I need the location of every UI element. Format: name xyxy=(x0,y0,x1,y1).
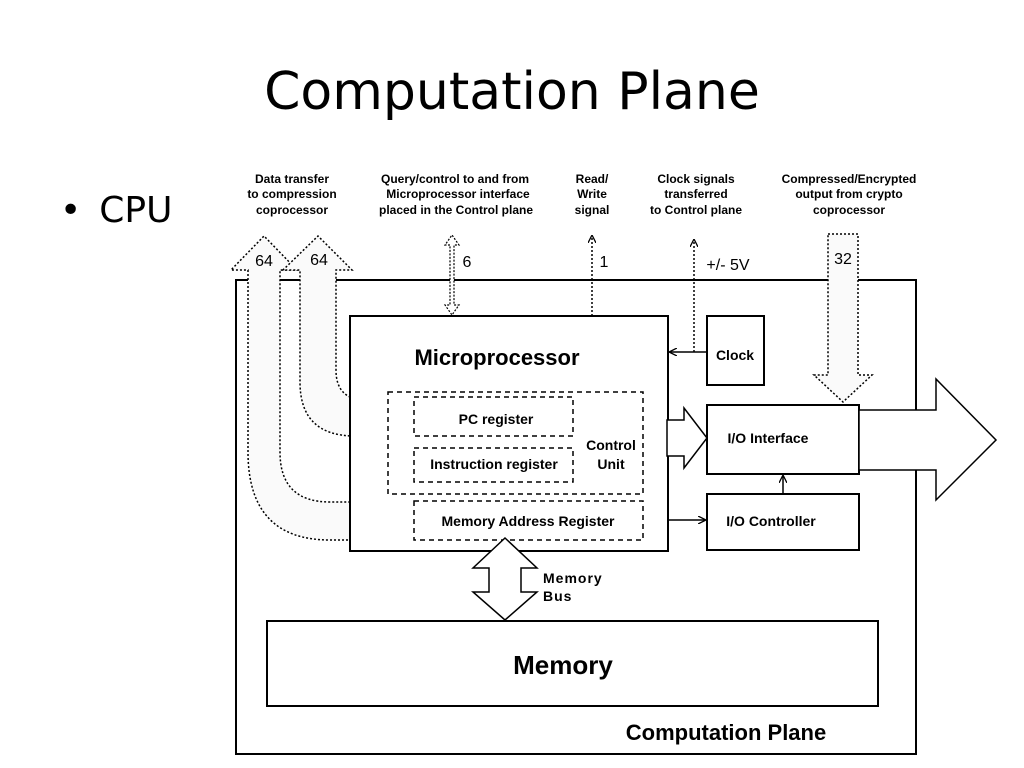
io-controller-block xyxy=(706,493,860,551)
instruction-register-label: Instruction register xyxy=(430,456,558,472)
caption-read-write: Read/ Write signal xyxy=(575,172,610,217)
io-controller-label: I/O Controller xyxy=(726,513,816,529)
voltage-label: +/- 5V xyxy=(706,257,749,274)
data-transfer-arrow-inner xyxy=(281,234,411,437)
pc-register-label: PC register xyxy=(459,411,534,427)
computation-plane-label: Computation Plane xyxy=(626,720,826,745)
io-interface-label: I/O Interface xyxy=(728,430,809,446)
svg-text:signal: signal xyxy=(575,203,610,217)
query-width-6: 6 xyxy=(463,254,472,271)
caption-compressed-output: Compressed/Encrypted output from crypto … xyxy=(782,172,917,217)
svg-text:Data transfer: Data transfer xyxy=(255,172,329,186)
caption-clock-signals: Clock signals transferred to Control pla… xyxy=(650,172,742,217)
clock-block xyxy=(706,315,765,386)
svg-text:coprocessor: coprocessor xyxy=(813,203,885,217)
bullet-dot-icon: • xyxy=(60,190,82,231)
svg-text:Bus: Bus xyxy=(543,588,572,604)
io-output-arrow xyxy=(858,377,998,502)
clock-label: Clock xyxy=(716,347,754,363)
compressed-output-arrow xyxy=(812,233,874,404)
computation-plane-box xyxy=(235,279,917,755)
svg-text:Compressed/Encrypted: Compressed/Encrypted xyxy=(782,172,917,186)
svg-text:Control: Control xyxy=(586,437,636,453)
io-interface-block xyxy=(706,404,860,475)
compressed-width-32: 32 xyxy=(834,251,852,268)
caption-data-transfer: Data transfer to compression coprocessor xyxy=(247,172,336,217)
slide-title: Computation Plane xyxy=(264,62,760,122)
svg-text:to compression: to compression xyxy=(247,187,336,201)
read-write-width-1: 1 xyxy=(600,254,609,271)
caption-query-control: Query/control to and from Microprocessor… xyxy=(379,172,533,217)
bullet-text: CPU xyxy=(99,190,173,231)
data-width-64-a: 64 xyxy=(255,253,273,270)
svg-text:transferred: transferred xyxy=(664,187,727,201)
svg-text:coprocessor: coprocessor xyxy=(256,203,328,217)
svg-text:Memory: Memory xyxy=(543,570,603,586)
svg-text:placed in the Control plane: placed in the Control plane xyxy=(379,203,533,217)
microprocessor-label: Microprocessor xyxy=(414,345,579,370)
instruction-register-box xyxy=(413,447,574,483)
memory-block xyxy=(266,620,879,707)
pc-register-box xyxy=(413,396,574,437)
svg-text:Query/control to and from: Query/control to and from xyxy=(381,172,529,186)
svg-text:Clock signals: Clock signals xyxy=(657,172,735,186)
query-control-arrow xyxy=(443,233,461,317)
memory-bus-label: Memory Bus xyxy=(543,570,603,604)
svg-text:Microprocessor interface: Microprocessor interface xyxy=(386,187,530,201)
data-transfer-arrow-outer xyxy=(229,234,411,541)
svg-text:Write: Write xyxy=(577,187,607,201)
svg-text:output from crypto: output from crypto xyxy=(795,187,902,201)
control-unit-region xyxy=(387,391,644,495)
svg-text:Read/: Read/ xyxy=(576,172,609,186)
bullet-item-cpu: • CPU xyxy=(60,190,172,231)
svg-text:Unit: Unit xyxy=(597,456,625,472)
memory-address-register-box xyxy=(413,500,644,541)
control-to-io-arrow xyxy=(666,405,708,471)
svg-text:to Control plane: to Control plane xyxy=(650,203,742,217)
memory-label: Memory xyxy=(513,650,613,680)
control-unit-label: Control Unit xyxy=(586,437,636,472)
data-width-64-b: 64 xyxy=(310,252,328,269)
memory-address-register-label: Memory Address Register xyxy=(442,513,616,529)
